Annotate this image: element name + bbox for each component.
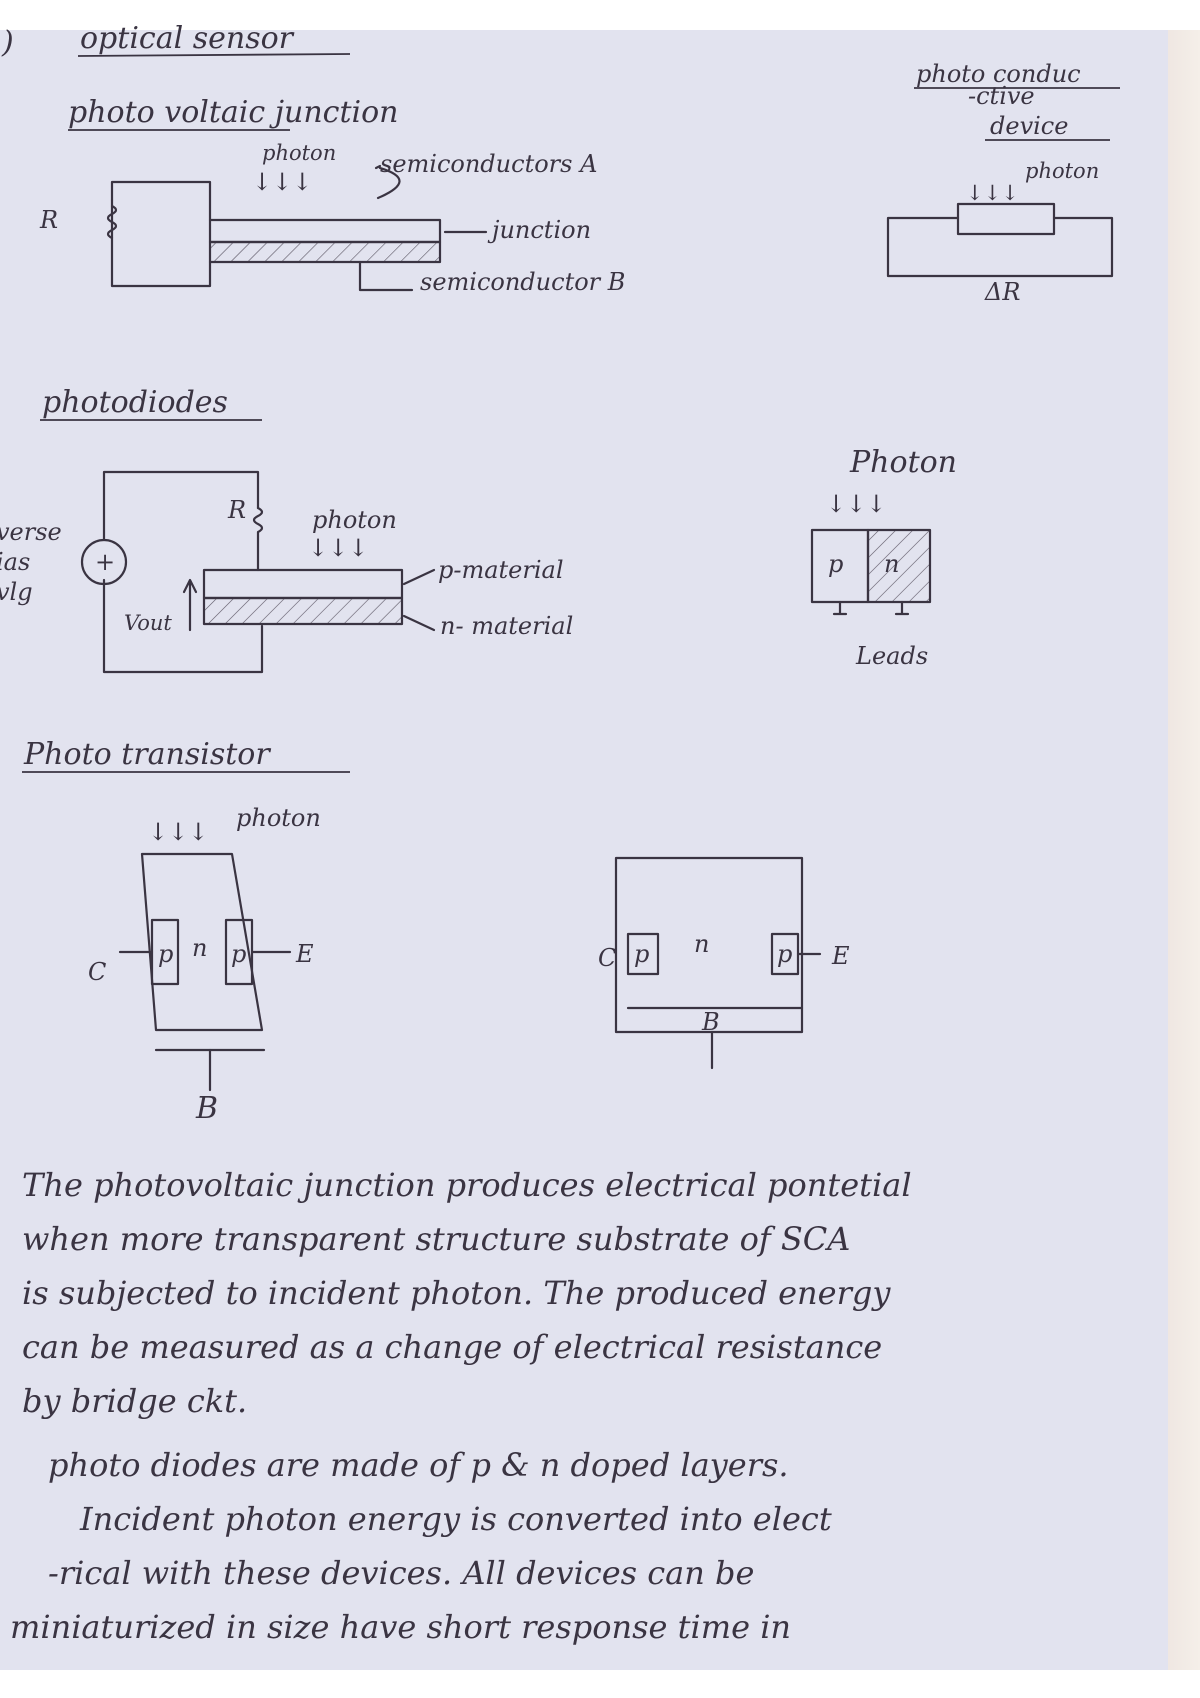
photodiode-circuit-top [102, 470, 260, 542]
side-photon-label: Photon [849, 445, 957, 480]
vout-label: Vout [124, 611, 172, 635]
top-title-marker: ) [1, 25, 14, 60]
junction-label: junction [487, 216, 591, 244]
paragraph-line: is subjected to incident photon. The pro… [22, 1274, 891, 1312]
right-p3-label: p [634, 940, 649, 968]
photodiode-r-label: R [227, 496, 246, 524]
paragraph-line: by bridge ckt. [22, 1382, 247, 1420]
notes-paragraph: The photovoltaic junction produces elect… [10, 1166, 912, 1646]
photovoltaic-photon-label: photon [262, 141, 336, 165]
photovoltaic-photon-arrows: ↓↓↓ [252, 168, 312, 196]
phototransistor-arrows: ↓↓↓ [148, 818, 208, 846]
n-material-layer [204, 598, 402, 624]
reverse-bias-label-3: vlg [0, 578, 33, 606]
left-e-label: E [295, 940, 314, 968]
paragraph-line: Incident photon energy is converted into… [79, 1500, 832, 1538]
source-symbol: + [95, 548, 115, 576]
photodiodes-title: photodiodes [42, 385, 228, 420]
photodiode-circuit-bottom [102, 578, 264, 674]
photoconductive-title-line3: device [990, 112, 1068, 140]
photoconductive-photon-arrows: ↓↓↓ [966, 181, 1019, 205]
paragraph-line: miniaturized in size have short response… [10, 1608, 791, 1646]
reverse-bias-label-1: verse [0, 518, 62, 546]
right-p4-label: p [777, 940, 792, 968]
photoconductive-section: photo conduc -ctive device photon ↓↓↓ ΔR [886, 60, 1120, 306]
p-material-layer [202, 568, 404, 600]
delta-r-label: ΔR [984, 278, 1020, 306]
photodiodes-section: photodiodes verse ias vlg + R photon ↓↓↓… [0, 385, 957, 674]
semiconductor-b-leader [358, 260, 414, 292]
bias-voltage-source [80, 538, 128, 586]
left-p2-label: p [231, 940, 246, 968]
top-title-text: optical sensor [80, 21, 295, 56]
side-n-label: n [884, 550, 899, 578]
photovoltaic-resistor [106, 204, 118, 240]
phototransistor-title: Photo transistor [23, 737, 271, 772]
vout-arrow [182, 578, 198, 632]
semiconductor-a-layer [208, 218, 442, 244]
photovoltaic-title: photo voltaic junction [68, 95, 399, 130]
photoconductive-circuit [886, 216, 1114, 278]
paragraph-line: -rical with these devices. All devices c… [48, 1554, 754, 1592]
p-material-label: p-material [438, 556, 564, 584]
paragraph-line: The photovoltaic junction produces elect… [22, 1166, 912, 1204]
phototransistor-right-body [614, 856, 804, 1034]
junction-layer [210, 242, 440, 262]
leads-label: Leads [855, 642, 928, 670]
left-p1-label: p [158, 940, 173, 968]
n-material-label: n- material [440, 612, 573, 640]
phototransistor-photon-label: photon [236, 804, 321, 832]
photovoltaic-circuit-wire [110, 198, 212, 288]
semiconductor-a-leader [376, 166, 401, 200]
right-e-label: E [831, 942, 850, 970]
right-c-label: C [598, 944, 616, 972]
side-p-label: p [828, 550, 843, 578]
photodiode-photon-arrows: ↓↓↓ [308, 534, 368, 562]
reverse-bias-label-2: ias [0, 548, 30, 576]
semiconductor-a-label: semiconductors A [380, 150, 597, 178]
photovoltaic-r-label: R [39, 206, 58, 234]
photoconductive-title-line2: -ctive [968, 82, 1035, 110]
top-title-underline [77, 53, 351, 57]
side-photon-arrows: ↓↓↓ [826, 490, 886, 518]
paragraph-line: photo diodes are made of p & n doped lay… [48, 1446, 789, 1484]
paragraph-line: when more transparent structure substrat… [22, 1220, 850, 1258]
left-c-label: C [88, 958, 106, 986]
phototransistor-section: Photo transistor ↓↓↓ photon C p n p E B … [22, 737, 850, 1126]
photoconductive-photon-label: photon [1025, 159, 1099, 183]
semiconductor-b-label: semiconductor B [420, 268, 625, 296]
photodiode-photon-label: photon [312, 506, 397, 534]
photoconductive-element [956, 202, 1056, 236]
right-n-label: n [694, 930, 709, 958]
top-title: ) optical sensor [1, 21, 351, 60]
right-p3-region [626, 932, 660, 976]
right-b-label: B [701, 1008, 720, 1036]
photovoltaic-section: photo voltaic junction photon ↓↓↓ semico… [39, 95, 625, 296]
notebook-page [0, 30, 1168, 1670]
photoconductive-title-line1: photo conduc [916, 60, 1081, 88]
side-n-region [868, 530, 930, 602]
paragraph-line: can be measured as a change of electrica… [22, 1328, 882, 1366]
leads-terminals [832, 600, 910, 616]
page-edge-shadow [1168, 30, 1200, 1670]
left-n-label: n [192, 934, 207, 962]
left-b-label: B [195, 1091, 218, 1126]
